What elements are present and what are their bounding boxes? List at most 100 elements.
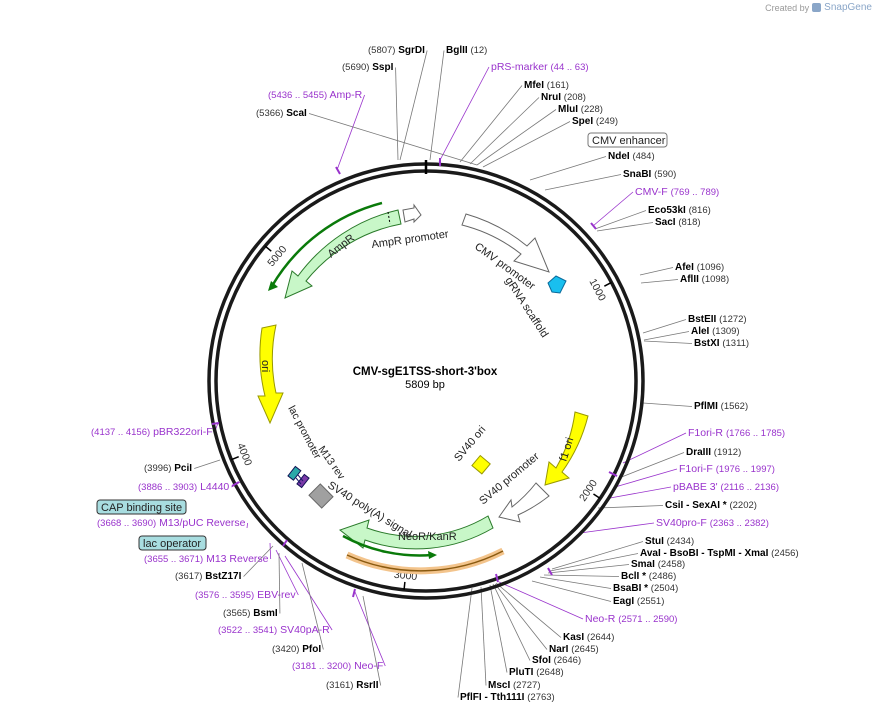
leader-bglii	[429, 50, 445, 161]
site-position: (4137 .. 4156)	[91, 427, 150, 438]
site-name: ScaI	[286, 108, 307, 119]
leader-pluti	[489, 584, 508, 673]
site-label-ndei: NdeI (484)	[608, 151, 655, 162]
lac-mark-detail	[295, 474, 304, 485]
site-name: SpeI	[572, 116, 593, 127]
leader-ndei	[529, 156, 607, 181]
site-name: NarI	[549, 644, 569, 655]
leader-bsabi	[539, 576, 612, 589]
site-position: (2363 .. 2382)	[710, 518, 769, 529]
site-position: (5807)	[368, 45, 395, 56]
site-position: (2456)	[771, 548, 798, 559]
site-name: Neo-F	[354, 660, 383, 672]
site-label-bsmi: (3565) BsmI	[223, 608, 278, 619]
site-position: (3886 .. 3903)	[138, 482, 197, 493]
site-label-sv40pro-f: SV40pro-F (2363 .. 2382)	[656, 517, 769, 529]
leader-sv40pa-r	[284, 555, 333, 631]
site-position: (816)	[689, 205, 711, 216]
leader-aflii	[640, 279, 679, 284]
site-label-mfei: MfeI (161)	[524, 80, 569, 91]
site-label-sv40pa-r: (3522 .. 3541) SV40pA-R	[218, 624, 330, 636]
site-label-smai: SmaI (2458)	[631, 559, 685, 570]
site-label-cmv-f: CMV-F (769 .. 789)	[635, 186, 719, 198]
backbone	[207, 160, 645, 600]
site-name: SfoI	[532, 655, 551, 666]
lac-operator-box	[138, 535, 207, 551]
site-name: M13/pUC Reverse	[159, 517, 246, 529]
features: CMV promoter gRNA scaffold f1 ori SV40 o…	[96, 132, 668, 575]
site-name: SgrDI	[398, 45, 425, 56]
ori-arrow	[257, 324, 284, 425]
neor-kanr-label: NeoR/KanR	[398, 531, 457, 543]
site-label-bstxi: BstXI (1311)	[694, 338, 749, 349]
leader-f1ori-f	[614, 468, 678, 488]
f1-ori-arrow	[544, 411, 589, 486]
site-position: (1272)	[719, 314, 746, 325]
leader-draiii	[618, 452, 685, 479]
site-position: (2551)	[637, 596, 664, 607]
site-name: PluTI	[509, 667, 534, 678]
site-position: (2434)	[667, 536, 694, 547]
cmv-enhancer-label: CMV enhancer	[592, 135, 666, 147]
site-position: (3996)	[144, 463, 171, 474]
site-label-scai: (5366) ScaI	[256, 108, 307, 119]
leader-scai	[308, 113, 478, 166]
leader-saci	[596, 222, 654, 232]
site-label-bglii: BglII (12)	[446, 45, 487, 56]
site-position: (208)	[564, 92, 586, 103]
leader-alei	[643, 331, 690, 341]
site-name: BstEII	[688, 314, 717, 325]
site-position: (2458)	[658, 559, 685, 570]
site-name: MfeI	[524, 80, 544, 91]
site-name: AfeI	[675, 262, 694, 273]
leader-kasi	[495, 582, 562, 638]
site-label-draiii: DraIII (1912)	[686, 447, 741, 458]
site-name: PfoI	[302, 644, 321, 655]
site-label-pcii: (3996) PciI	[144, 463, 192, 474]
site-position: (2486)	[649, 571, 676, 582]
site-position: (2644)	[587, 632, 614, 643]
leader-pflmi	[642, 402, 693, 407]
site-position: (2646)	[554, 655, 581, 666]
site-label-pflfi-tth111i: PflFI - Tth111I (2763)	[460, 692, 555, 703]
tick-5000: 5000	[264, 243, 290, 269]
leader-avai-bsobi-tspmi-xmai	[549, 553, 639, 572]
site-name: SV40pA-R	[280, 624, 330, 636]
leader-pfoi	[301, 562, 324, 650]
site-label-bcli: BclI * (2486)	[621, 571, 676, 582]
leader-spei	[482, 121, 571, 168]
site-label-alei: AleI (1309)	[691, 326, 740, 337]
site-position: (2727)	[513, 680, 540, 691]
site-position: (1096)	[697, 262, 724, 273]
neor-green-line	[342, 534, 433, 557]
leader-lines	[194, 50, 693, 698]
leader-pflfi-tth111i	[457, 587, 473, 698]
site-label-pfoi: (3420) PfoI	[272, 644, 321, 655]
lac-promoter-label: lac promoter	[285, 404, 323, 462]
site-label-bstz17i: (3617) BstZ17I	[175, 571, 242, 582]
site-name: EBV-rev	[257, 589, 296, 601]
site-position: (1766 .. 1785)	[726, 428, 785, 439]
leader-amp-r	[336, 94, 365, 171]
ampr-green-head	[268, 281, 278, 291]
site-position: (3420)	[272, 644, 299, 655]
leader-bsteii	[642, 319, 687, 334]
site-position: (5690)	[342, 62, 369, 73]
site-position: (228)	[581, 104, 603, 115]
site-position: (3668 .. 3690)	[97, 518, 156, 529]
site-label-bsabi: BsaBI * (2504)	[613, 583, 678, 594]
leader-msci	[480, 586, 487, 686]
site-label-ebv-rev: (3576 .. 3595) EBV-rev	[195, 589, 296, 601]
leader-bcli	[543, 574, 620, 577]
site-name: BstZ17I	[205, 571, 241, 582]
site-position: (484)	[632, 151, 654, 162]
site-label-kasi: KasI (2644)	[563, 632, 614, 643]
site-name: BsmI	[253, 608, 278, 619]
site-name: RsrII	[356, 680, 378, 691]
leader-sgrdi	[399, 50, 428, 161]
site-label-nrui: NruI (208)	[541, 92, 586, 103]
site-name: F1ori-R	[688, 427, 723, 439]
site-position: (249)	[596, 116, 618, 127]
leader-afei	[639, 267, 674, 276]
